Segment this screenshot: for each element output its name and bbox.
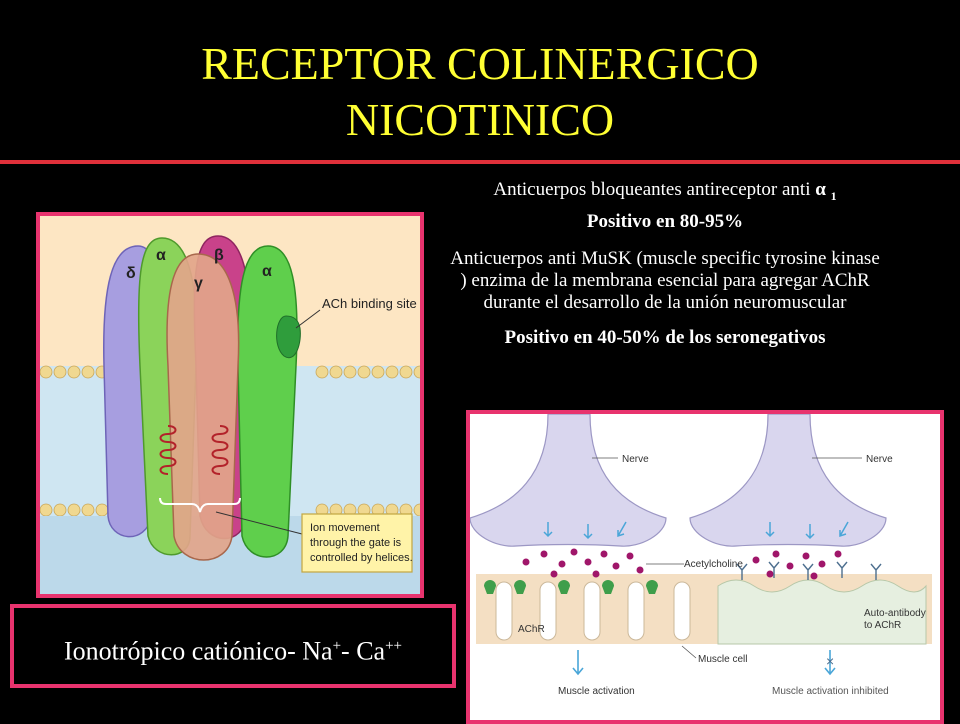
receptor-figure: δ α β γ α ACh binding site Ion movement … <box>36 212 424 598</box>
ion-sup-ca: ++ <box>385 638 402 654</box>
label-alpha-right: α <box>262 263 272 280</box>
anti-alpha-result: Positivo en 80-95% <box>586 210 744 232</box>
junction-figure: Nerve Nerve <box>466 410 944 724</box>
autoantibody-label-line-2: to AChR <box>864 620 901 631</box>
callout-line-2: through the gate is <box>310 537 402 549</box>
muscle-activation-inhibited-label: Muscle activation inhibited <box>772 686 889 697</box>
autoantibody-label-line-1: Auto-antibody <box>864 608 926 619</box>
inhibited-arrow <box>824 650 836 676</box>
achr-label: AChR <box>518 624 545 635</box>
activation-arrow <box>572 650 584 676</box>
receptor-diagram: δ α β γ α ACh binding site Ion movement … <box>40 216 420 594</box>
ion-mid: - Ca <box>341 636 386 666</box>
nerve-label-right: Nerve <box>866 454 893 465</box>
anti-alpha-line: Anticuerpos bloqueantes antireceptor ant… <box>395 178 935 208</box>
anti-alpha-prefix: Anticuerpos bloqueantes antireceptor ant… <box>493 179 811 200</box>
muscle-cell-label: Muscle cell <box>698 654 747 665</box>
subunit-gamma-shape <box>166 253 240 561</box>
muscle-cell-leader <box>681 645 697 659</box>
flat-membrane-right <box>717 579 927 645</box>
slide-title: RECEPTOR COLINERGICO NICOTINICO <box>0 36 960 148</box>
gate-bracket <box>159 497 241 513</box>
achr-receptors <box>484 580 658 594</box>
ion-box: Ionotrópico catiónico- Na+- Ca++ <box>10 604 456 688</box>
label-gamma: γ <box>194 275 203 292</box>
callout-leader <box>215 511 303 535</box>
musk-result: Positivo en 40-50% de los seronegativos <box>504 326 826 348</box>
pore-helices <box>159 425 229 475</box>
title-line-1: RECEPTOR COLINERGICO <box>201 38 759 89</box>
title-line-2: NICOTINICO <box>345 94 615 145</box>
binding-site-label: ACh binding site <box>322 296 417 311</box>
label-beta: β <box>214 247 224 264</box>
title-divider <box>0 160 960 164</box>
nerve-label-left: Nerve <box>622 454 649 465</box>
binding-leader <box>295 309 321 329</box>
callout-line-3: controlled by helices. <box>310 552 413 564</box>
antibody-blocked-receptors <box>736 561 882 580</box>
release-arrows <box>543 521 849 540</box>
label-delta: δ <box>126 265 136 282</box>
acetylcholine-molecules <box>522 548 842 580</box>
ion-text: Ionotrópico catiónico- Na <box>63 636 333 666</box>
nerve-left-shape <box>470 414 667 547</box>
alpha-symbol: α <box>815 179 826 200</box>
subunit-alpha-right-shape <box>236 245 298 558</box>
binding-pocket <box>276 315 301 359</box>
junction-diagram: Nerve Nerve <box>470 414 940 720</box>
callout-box <box>301 513 413 573</box>
blocked-mark: × <box>826 653 834 669</box>
lipid-heads-bottom <box>40 503 420 517</box>
label-alpha-left: α <box>156 247 166 264</box>
acetylcholine-label: Acetylcholine <box>684 559 743 570</box>
alpha-subscript: 1 <box>830 188 837 203</box>
musk-description: Anticuerpos anti MuSK (muscle specific t… <box>450 247 880 313</box>
callout-line-1: Ion movement <box>310 522 380 534</box>
muscle-activation-label: Muscle activation <box>558 686 635 697</box>
antibody-notes: Anticuerpos bloqueantes antireceptor ant… <box>395 178 935 350</box>
nerve-right-shape <box>689 414 887 547</box>
junction-folds <box>495 581 691 641</box>
ion-sup-na: + <box>332 638 342 654</box>
